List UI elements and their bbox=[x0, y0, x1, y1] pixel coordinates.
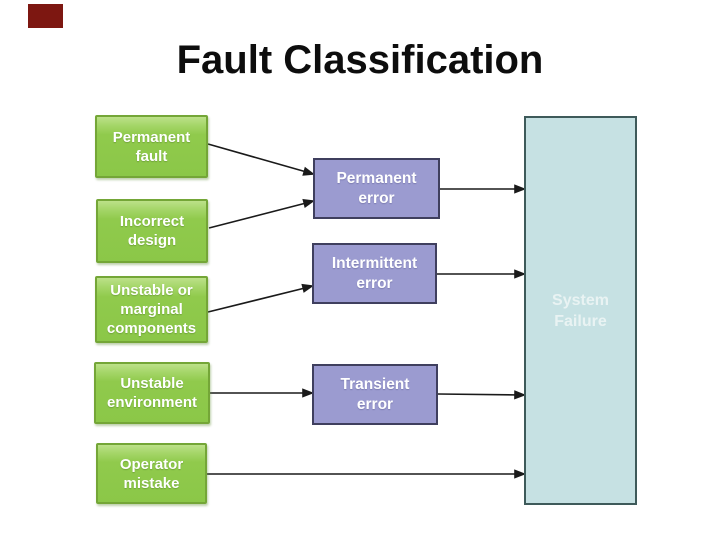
fault-box-incorrect-design: Incorrect design bbox=[96, 199, 208, 263]
fault-box-unstable-environment: Unstable environment bbox=[94, 362, 210, 424]
error-box-intermittent-error: Intermittent error bbox=[312, 243, 437, 304]
error-box-transient-error: Transient error bbox=[312, 364, 438, 425]
arrow-incorrect-design-to-permanent-error bbox=[208, 198, 316, 229]
arrow-permanent-fault-to-permanent-error bbox=[207, 143, 316, 176]
arrow-unstable-environment-to-transient-error bbox=[210, 388, 315, 398]
page-title: Fault Classification bbox=[176, 38, 544, 82]
fault-box-permanent-fault: Permanent fault bbox=[95, 115, 208, 178]
corner-marker bbox=[28, 4, 63, 28]
arrow-operator-mistake-to-system-failure bbox=[207, 469, 527, 479]
arrow-permanent-error-to-system-failure bbox=[440, 184, 527, 194]
arrow-transient-error-to-system-failure bbox=[437, 390, 527, 400]
fault-box-operator-mistake: Operator mistake bbox=[96, 443, 207, 504]
arrow-intermittent-error-to-system-failure bbox=[437, 269, 527, 279]
fault-box-unstable-components: Unstable or marginal components bbox=[95, 276, 208, 343]
arrow-unstable-components-to-intermittent-error bbox=[207, 283, 315, 313]
error-box-permanent-error: Permanent error bbox=[313, 158, 440, 219]
system-failure-box: System Failure bbox=[524, 116, 637, 505]
